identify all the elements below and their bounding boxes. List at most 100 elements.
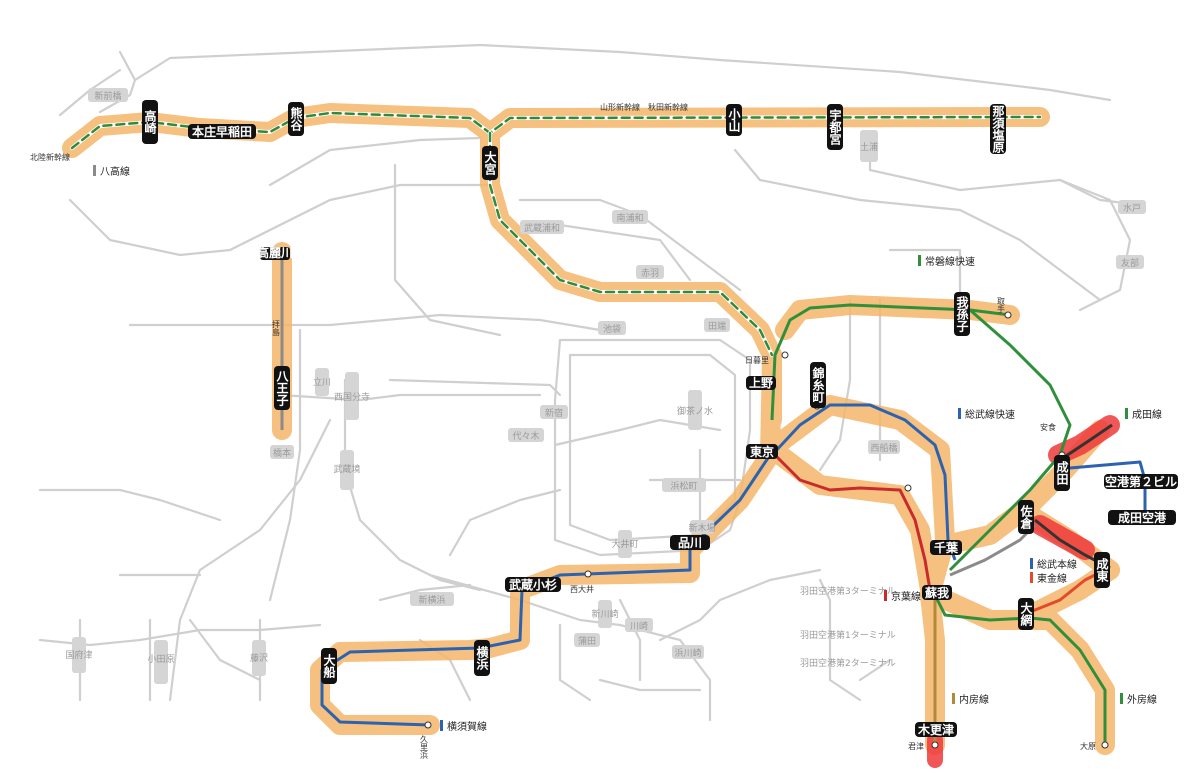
label-haneda2: 羽田空港第2ターミナル [800, 657, 896, 669]
legend-togane-label: 東金線 [1037, 572, 1067, 585]
legend-sobuhon-label: 総武本線 [1037, 558, 1077, 571]
label-kurihama: 久里浜 [420, 734, 429, 760]
legend-keiyo: 京葉線 [884, 590, 921, 603]
station-tags: 高崎 本庄早稲田 熊谷 大宮 小山 宇都宮 那須塩原 高麗川 八王子 我孫子 上… [142, 100, 1178, 737]
station-tokyo: 東京 [750, 444, 774, 459]
station-tsuchiura: 土浦 [860, 141, 878, 153]
station-musashikosugi: 武蔵小杉 [509, 577, 557, 592]
legend-sotobo: 外房線 [1120, 693, 1157, 706]
station-airport-terminal2: 空港第２ビル [1105, 474, 1177, 489]
station-chiba: 千葉 [934, 540, 959, 555]
label-haijima: 拝島 [272, 319, 281, 337]
station-sakura: 佐倉 [1019, 504, 1033, 530]
station-ochanomizu: 御茶ノ水 [677, 405, 713, 417]
minor-labels: 北陸新幹線 山形新幹線 秋田新幹線 拝島 日暮里 取手 安食 西大井 久里浜 君… [30, 102, 1096, 760]
legend-joban: 常磐線快速 [918, 255, 975, 268]
station-shinkiba: 新木場 [688, 522, 715, 534]
sotobo-line [933, 594, 1107, 745]
station-yokohama: 横浜 [475, 645, 489, 671]
station-nishifunabashi: 西船橋 [870, 442, 897, 454]
station-tabata: 田端 [708, 320, 726, 332]
legend-narita: 成田線 [1125, 408, 1162, 421]
station-kawasaki: 川崎 [630, 620, 648, 632]
station-omiya: 大宮 [483, 150, 497, 175]
legend-sobuhon: 総武本線 [1030, 558, 1077, 571]
station-honjo: 本庄早稲田 [192, 124, 252, 139]
station-fujisawa: 藤沢 [250, 652, 268, 664]
legend-hachiko-label: 八高線 [100, 165, 130, 178]
station-utsunomiya: 宇都宮 [828, 108, 842, 145]
station-kumagaya: 熊谷 [289, 106, 303, 132]
station-oami: 大網 [1019, 601, 1033, 627]
station-nasushiobara: 那須塩原 [991, 105, 1005, 154]
station-hachioji: 八王子 [275, 370, 289, 407]
narita-airport-line [1069, 460, 1147, 515]
sobu-line [770, 403, 957, 561]
keiyo-line [770, 450, 932, 591]
station-hamamatsucho: 浜松町 [670, 480, 697, 492]
station-takasaki: 高崎 [143, 109, 157, 135]
legend-hachiko: 八高線 [93, 165, 130, 178]
legend-joban-label: 常磐線快速 [925, 255, 975, 268]
station-oimachi: 大井町 [611, 538, 638, 550]
legend: 八高線 常磐線快速 総武線快速 成田線 総武本線 東金線 京葉線 内房線 [93, 165, 1162, 733]
station-shinyokohama: 新横浜 [418, 594, 445, 606]
station-ikebukuro: 池袋 [603, 323, 621, 335]
grey-stations: 新前橋 池袋 新宿 田端 赤羽 水戸 友部 立川 西国分寺 橋本 新横浜 川崎 … [65, 88, 1146, 684]
station-ueno: 上野 [749, 375, 773, 390]
station-kamata: 蒲田 [578, 635, 596, 647]
legend-sobu-label: 総武線快速 [965, 408, 1015, 421]
legend-sotobo-label: 外房線 [1127, 693, 1157, 706]
label-yamagata-akita-shinkansen: 山形新幹線 秋田新幹線 [600, 102, 688, 112]
station-shinkawasaki: 新川崎 [591, 608, 618, 620]
station-oyama: 小山 [727, 107, 741, 133]
label-ohara: 大原 [1080, 741, 1096, 751]
station-kouzu: 国府津 [65, 649, 92, 661]
narita-abiko-line [1059, 423, 1113, 462]
legend-uchibo-label: 内房線 [959, 693, 989, 706]
label-nishiooi: 西大井 [570, 584, 594, 594]
station-hamakawasaki: 浜川崎 [674, 647, 701, 659]
station-shinmaebashi: 新前橋 [94, 90, 121, 102]
label-toride: 取手 [997, 297, 1006, 314]
station-tachikawa: 立川 [313, 376, 331, 388]
legend-keiyo-label: 京葉線 [891, 590, 921, 603]
station-odawara: 小田原 [147, 654, 174, 665]
label-nippori: 日暮里 [745, 355, 769, 365]
station-yoyogi: 代々木 [512, 430, 539, 442]
label-kimitsu: 君津 [908, 741, 924, 751]
station-akabane: 赤羽 [641, 268, 659, 279]
legend-sobu: 総武線快速 [958, 408, 1015, 421]
station-narita: 成田 [1055, 460, 1069, 486]
station-shinagawa: 品川 [678, 536, 702, 550]
station-musashisakai: 武蔵境 [333, 463, 360, 475]
station-kokubunji: 西国分寺 [334, 392, 370, 403]
grey-minor-labels: 羽田空港第3ターミナル 羽田空港第1ターミナル 羽田空港第2ターミナル [800, 585, 896, 669]
station-tomobe: 友部 [1121, 257, 1139, 269]
legend-togane: 東金線 [1030, 572, 1067, 585]
station-kisarazu: 木更津 [917, 722, 954, 737]
station-hashimoto: 橋本 [273, 447, 291, 459]
station-mito: 水戸 [1123, 202, 1141, 214]
highlight-glow [62, 103, 1120, 755]
station-kinshicho: 錦糸町 [811, 366, 825, 404]
legend-yokosuka-label: 横須賀線 [447, 720, 487, 733]
legend-yokosuka: 横須賀線 [440, 720, 487, 733]
station-komagawa: 高麗川 [257, 245, 293, 260]
station-minamiurawa: 南浦和 [616, 212, 643, 224]
station-naruto: 成東 [1095, 557, 1109, 583]
station-shinjuku: 新宿 [545, 407, 563, 419]
station-narita-airport: 成田空港 [1118, 510, 1167, 525]
label-hokuriku-shinkansen: 北陸新幹線 [30, 152, 70, 162]
station-musashiurawa: 武蔵浦和 [524, 222, 560, 234]
joban-line [770, 303, 1072, 572]
label-haneda1: 羽田空港第1ターミナル [800, 629, 896, 641]
station-ofuna: 大船 [322, 653, 336, 679]
legend-narita-label: 成田線 [1132, 408, 1162, 421]
legend-uchibo: 内房線 [952, 693, 989, 706]
label-anjiki: 安食 [1040, 422, 1056, 432]
station-abiko: 我孫子 [955, 295, 969, 333]
label-haneda3: 羽田空港第3ターミナル [800, 585, 896, 597]
station-soga: 蘇我 [924, 585, 949, 600]
